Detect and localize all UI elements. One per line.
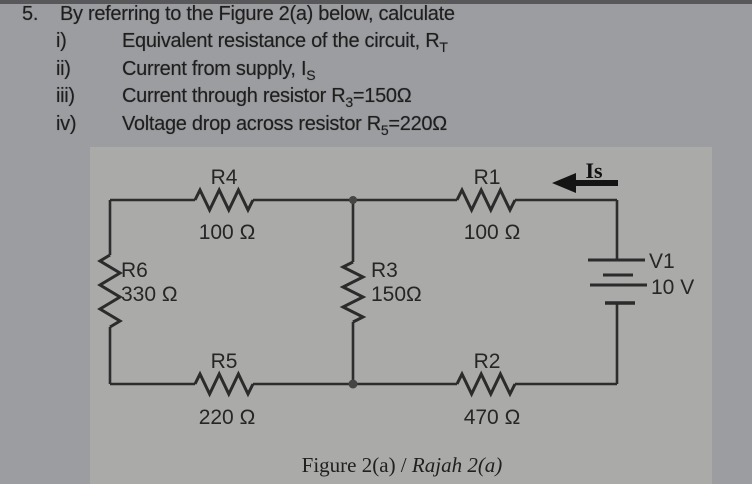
item-text-main: Current through resistor R — [122, 85, 346, 108]
label-supply-current: Is — [585, 158, 603, 183]
label-R3-name: R3 — [371, 259, 398, 282]
item-roman: iv) — [56, 112, 77, 135]
item-subscript: S — [306, 66, 316, 83]
figure-caption: Figure 2(a) / Rajah 2(a) — [302, 453, 503, 477]
circuit-diagram: R4 100 Ω R1 100 Ω R6 330 Ω R3 150Ω R5 22… — [97, 158, 694, 477]
item-subscript: T — [439, 39, 448, 56]
label-R1-name: R1 — [474, 166, 501, 189]
resistor-R3 — [339, 260, 367, 324]
item-roman: ii) — [56, 57, 71, 80]
question-number: 5. — [22, 3, 39, 25]
item-text: Voltage drop across resistor R5=220Ω — [122, 111, 447, 138]
current-arrow-head — [552, 173, 576, 193]
resistor-R4 — [193, 186, 255, 214]
question-block: 5. By referring to the Figure 2(a) below… — [0, 1, 752, 138]
scan-edge-strip — [0, 0, 752, 4]
item-roman: i) — [56, 30, 67, 53]
item-text-tail: =220Ω — [388, 112, 447, 135]
label-R2-name: R2 — [474, 350, 501, 373]
item-text: Current through resistor R3=150Ω — [122, 83, 412, 111]
label-R3-value: 150Ω — [371, 283, 422, 306]
question-intro: By referring to the Figure 2(a) below, c… — [60, 3, 455, 25]
junction-node-bottom — [348, 379, 358, 389]
label-V1-name: V1 — [649, 250, 675, 273]
item-text-main: Voltage drop across resistor R — [122, 112, 381, 135]
battery-symbol — [588, 258, 647, 305]
label-R6-value: 330 Ω — [121, 283, 178, 306]
figure-caption-italic: Rajah 2(a) — [411, 453, 502, 477]
label-R5-value: 220 Ω — [199, 406, 256, 429]
label-V1-voltage: 10 V — [651, 276, 694, 299]
question-item-iii: iii) Current through resistor R3=150Ω — [0, 83, 752, 110]
circuit-wires — [108, 198, 619, 386]
item-text-tail: =150Ω — [352, 85, 412, 108]
figure-caption-regular: Figure 2(a) / — [302, 453, 412, 477]
label-R6-name: R6 — [121, 259, 148, 282]
question-line: 5. By referring to the Figure 2(a) below… — [0, 1, 752, 28]
item-subscript: 5 — [380, 121, 389, 138]
label-R4-value: 100 Ω — [199, 221, 256, 244]
question-item-ii: ii) Current from supply, IS — [0, 56, 752, 83]
resistor-R2 — [455, 370, 517, 398]
label-R1-value: 100 Ω — [464, 221, 521, 244]
item-text-main: Equivalent resistance of the circuit, R — [122, 30, 440, 53]
question-item-iv: iv) Voltage drop across resistor R5=220Ω — [0, 111, 752, 138]
item-text: Current from supply, IS — [122, 56, 316, 83]
item-subscript: 3 — [345, 94, 353, 111]
label-R5-name: R5 — [211, 350, 238, 373]
figure-panel: R4 100 Ω R1 100 Ω R6 330 Ω R3 150Ω R5 22… — [90, 147, 712, 484]
item-text: Equivalent resistance of the circuit, RT — [122, 28, 448, 55]
question-item-i: i) Equivalent resistance of the circuit,… — [0, 28, 752, 55]
current-arrow — [552, 173, 618, 193]
item-text-main: Current from supply, I — [122, 57, 307, 80]
resistor-R6 — [97, 253, 123, 329]
item-roman: iii) — [56, 85, 75, 108]
junction-node-top — [349, 196, 357, 204]
resistor-R5 — [193, 370, 255, 398]
label-R2-value: 470 Ω — [464, 406, 521, 429]
resistor-R1 — [455, 186, 517, 214]
label-R4-name: R4 — [211, 166, 238, 189]
